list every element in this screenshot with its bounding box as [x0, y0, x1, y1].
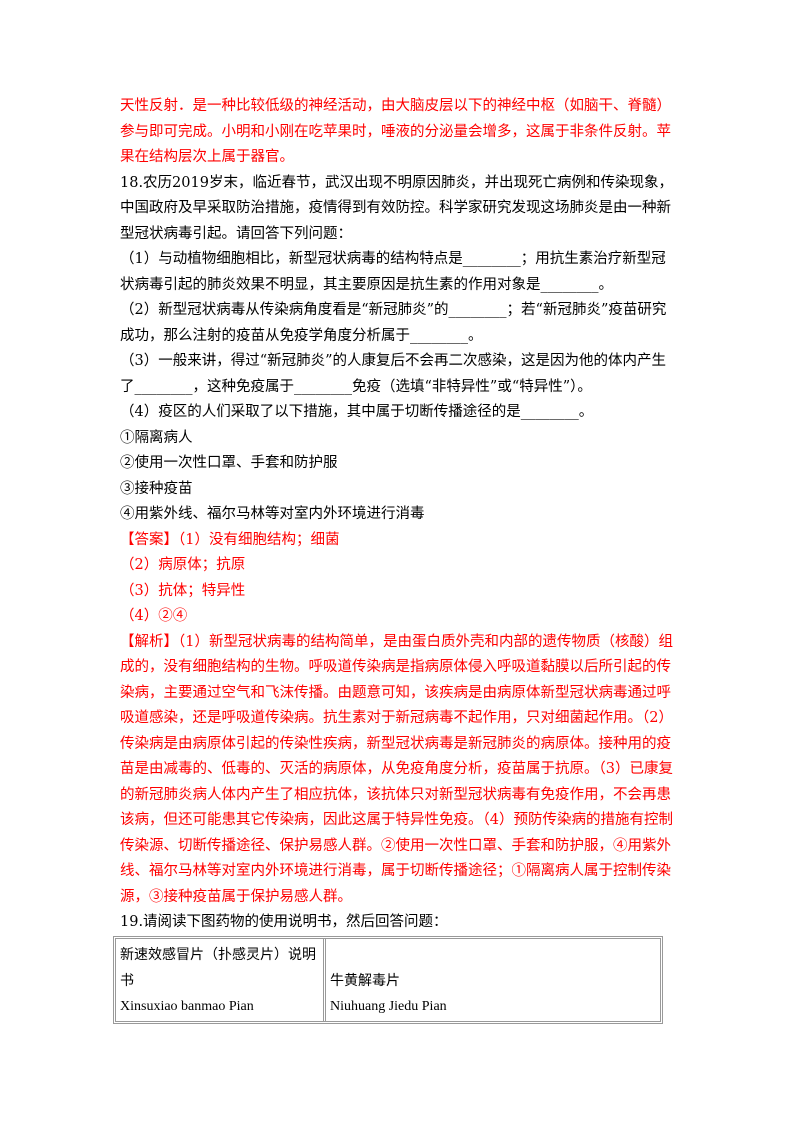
- answer-3: （3）抗体；特异性: [120, 582, 246, 599]
- answer-4: （4）②④: [120, 608, 188, 624]
- right-medicine-pinyin: Niuhuang Jiedu Pian: [330, 999, 447, 1014]
- question-18-sub-2: （2）新型冠状病毒从传染病角度看是“新冠肺炎”的________；若“新冠肺炎”…: [120, 302, 667, 344]
- previous-answer-text: 天性反射．是一种比较低级的神经活动，由大脑皮层以下的神经中枢（如脑干、脊髓）参与…: [120, 98, 671, 165]
- analysis-paragraph: 【解析】（1）新型冠状病毒的结构简单，是由蛋白质外壳和内部的遗传物质（核酸）组成…: [120, 630, 680, 911]
- right-medicine-title: 牛黄解毒片: [330, 973, 400, 989]
- left-medicine-title: 新速效感冒片（扑感灵片）说明书: [120, 947, 316, 989]
- question-19-stem: 19.请阅读下图药物的使用说明书，然后回答问题：: [120, 914, 448, 930]
- option-4: ④用紫外线、福尔马林等对室内外环境进行消毒: [120, 506, 425, 522]
- question-18-sub-3: （3）一般来讲，得过“新冠肺炎”的人康复后不会再二次感染，这是因为他的体内产生了…: [120, 353, 667, 395]
- answer-1: （1）没有细胞结构；细菌: [178, 531, 340, 548]
- question-18-sub-1: （1）与动植物细胞相比，新型冠状病毒的结构特点是________；用抗生素治疗新…: [120, 251, 666, 293]
- option-2: ②使用一次性口罩、手套和防护服: [120, 455, 338, 471]
- analysis-text: （1）新型冠状病毒的结构简单，是由蛋白质外壳和内部的遗传物质（核酸）组成的，没有…: [120, 633, 673, 905]
- question-18-stem: 18.农历2019岁末，临近春节，武汉出现不明原因肺炎，并出现死亡病例和传染现象…: [120, 174, 673, 242]
- answer-label: 【答案】: [120, 531, 178, 548]
- answer-2: （2）病原体；抗原: [120, 557, 246, 573]
- answer-line-1: 【答案】（1）没有细胞结构；细菌: [120, 528, 680, 554]
- document-body: 天性反射．是一种比较低级的神经活动，由大脑皮层以下的神经中枢（如脑干、脊髓）参与…: [120, 94, 680, 936]
- question-18-sub-4: （4）疫区的人们采取了以下措施，其中属于切断传播途径的是________。: [120, 404, 594, 420]
- analysis-label: 【解析】: [120, 633, 178, 650]
- medicine-instructions-table: 新速效感冒片（扑感灵片）说明书 Xinsuxiao banmao Pian 牛黄…: [113, 936, 663, 1024]
- left-medicine-pinyin: Xinsuxiao banmao Pian: [120, 999, 254, 1014]
- option-3: ③接种疫苗: [120, 480, 193, 497]
- table-cell-right: 牛黄解毒片 Niuhuang Jiedu Pian: [326, 939, 660, 1021]
- table-cell-left: 新速效感冒片（扑感灵片）说明书 Xinsuxiao banmao Pian: [116, 939, 326, 1021]
- option-1: ①隔离病人: [120, 429, 193, 446]
